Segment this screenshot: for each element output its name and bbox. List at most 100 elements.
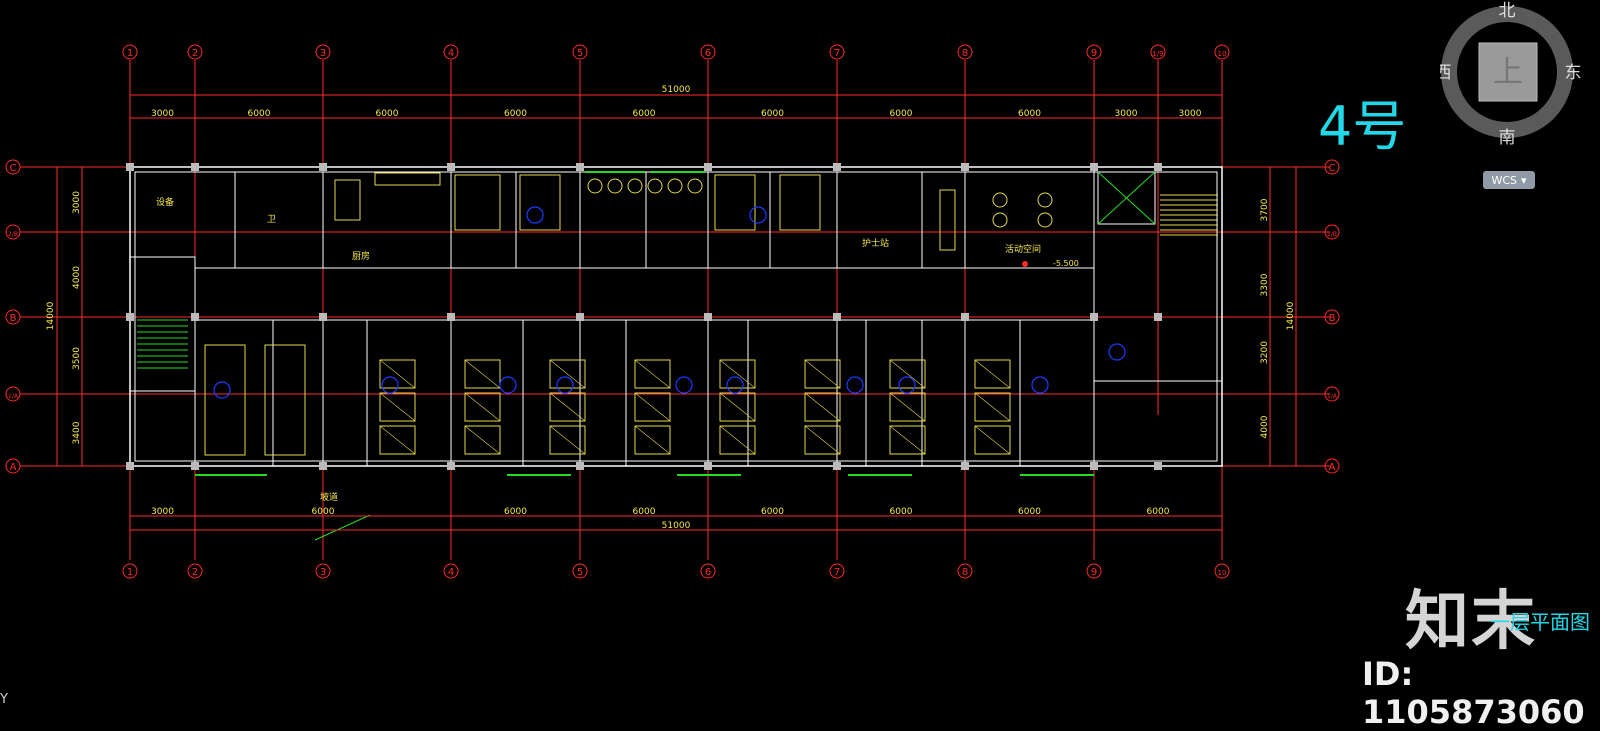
bed-diag bbox=[549, 392, 586, 422]
dim-text-top: 3000 bbox=[1115, 109, 1138, 119]
bed-diag bbox=[889, 425, 926, 455]
cabinet bbox=[939, 189, 956, 251]
axis-bubble-left bbox=[5, 309, 21, 325]
dim-text-top: 3000 bbox=[1179, 109, 1202, 119]
bed bbox=[889, 425, 926, 455]
bed-diag bbox=[379, 392, 416, 422]
bed bbox=[464, 359, 501, 389]
axis-bubble-label: A bbox=[10, 462, 17, 473]
chair bbox=[1037, 212, 1053, 228]
axis-bubble-label: A bbox=[1329, 462, 1336, 473]
axis-bubble-left bbox=[5, 386, 21, 402]
bed-diag bbox=[634, 392, 671, 422]
dim-text-total-top: 51000 bbox=[662, 85, 691, 95]
dim-text-bottom: 6000 bbox=[890, 507, 913, 517]
compass-south[interactable]: 南 bbox=[1499, 128, 1516, 148]
axis-bubble-bottom bbox=[122, 563, 138, 579]
bed-diag bbox=[804, 392, 841, 422]
dimension-lines: 51000 3000 6000 6000 6000 6000 6000 6000 6000 300… bbox=[46, 85, 1297, 531]
dim-text-left: 3000 bbox=[72, 191, 82, 214]
axis-bubble-label: 1/A bbox=[8, 393, 19, 400]
dim-text-top: 6000 bbox=[504, 109, 527, 119]
dim-text-top: 6000 bbox=[633, 109, 656, 119]
room-furniture bbox=[204, 344, 246, 456]
bed bbox=[804, 425, 841, 455]
axis-bubble-label: 1 bbox=[127, 48, 133, 59]
bed bbox=[974, 425, 1011, 455]
bed bbox=[974, 359, 1011, 389]
column bbox=[447, 313, 455, 321]
axis-bubble-left bbox=[5, 458, 21, 474]
bed-diag bbox=[464, 392, 501, 422]
column bbox=[833, 462, 841, 470]
axis-bubble-label: 5 bbox=[577, 48, 583, 59]
compass-east[interactable]: 东 bbox=[1565, 63, 1582, 83]
dim-text-bottom: 6000 bbox=[504, 507, 527, 517]
ucs-axis-label: Y bbox=[0, 692, 8, 707]
bed bbox=[549, 359, 586, 389]
bed-diag bbox=[634, 425, 671, 455]
room-type-bubble bbox=[675, 376, 693, 394]
dim-text-top: 6000 bbox=[890, 109, 913, 119]
axis-bubble-bottom bbox=[957, 563, 973, 579]
axis-bubble-bottom bbox=[1086, 563, 1102, 579]
axis-bubble-top bbox=[957, 44, 973, 60]
bed bbox=[974, 392, 1011, 422]
axis-bubble-right bbox=[1324, 159, 1340, 175]
view-cube-face-top[interactable] bbox=[1478, 42, 1538, 102]
room-type-bubble bbox=[846, 376, 864, 394]
dim-text-right-total: 14000 bbox=[1286, 301, 1296, 330]
level-marker bbox=[1022, 261, 1028, 267]
room-labels: 设备 卫 厨房 护士站 活动空间 -5.500 坡道 bbox=[156, 196, 1079, 503]
compass-west[interactable]: 西 bbox=[1440, 63, 1452, 83]
column bbox=[961, 462, 969, 470]
bed bbox=[714, 174, 756, 231]
dim-text-bottom: 6000 bbox=[312, 507, 335, 517]
chair bbox=[627, 178, 643, 194]
room-type-bubble bbox=[213, 381, 231, 399]
chevron-down-icon: ▾ bbox=[1521, 173, 1527, 187]
axis-bubble-bottom bbox=[315, 563, 331, 579]
chair bbox=[992, 212, 1008, 228]
axis-bubble-label: 3 bbox=[320, 48, 326, 59]
bed bbox=[464, 425, 501, 455]
dim-text-right: 3700 bbox=[1260, 198, 1270, 221]
column bbox=[447, 163, 455, 171]
view-cube-ring[interactable] bbox=[1441, 6, 1573, 138]
room-label-equipment: 设备 bbox=[156, 196, 174, 208]
column bbox=[1090, 163, 1098, 171]
bed bbox=[379, 392, 416, 422]
column bbox=[1090, 313, 1098, 321]
axis-bubble-label: B bbox=[1329, 313, 1336, 324]
dim-text-right: 4000 bbox=[1260, 415, 1270, 438]
column bbox=[961, 313, 969, 321]
dim-text-bottom: 6000 bbox=[1147, 507, 1170, 517]
wcs-dropdown[interactable]: WCS ▾ bbox=[1483, 171, 1535, 189]
column bbox=[1154, 163, 1162, 171]
axis-bubble-top bbox=[315, 44, 331, 60]
compass-north[interactable]: 北 bbox=[1499, 1, 1516, 21]
cad-drawing-canvas[interactable]: 51000 3000 6000 6000 6000 6000 6000 6000 6000 300… bbox=[0, 0, 1600, 713]
column bbox=[1154, 462, 1162, 470]
axis-bubble-top bbox=[1214, 44, 1230, 60]
axis-bubble-label: 2/B bbox=[8, 231, 18, 238]
dim-text-left: 3400 bbox=[72, 421, 82, 444]
dim-text-left-total: 14000 bbox=[46, 301, 56, 330]
view-cube[interactable]: 上 北 南 东 西 bbox=[1440, 0, 1600, 150]
column bbox=[319, 462, 327, 470]
bed-diag bbox=[889, 392, 926, 422]
column bbox=[704, 313, 712, 321]
bed-diag bbox=[464, 425, 501, 455]
dim-text-top: 6000 bbox=[248, 109, 271, 119]
axis-bubble-label: 5 bbox=[577, 567, 583, 578]
stair-left bbox=[129, 256, 196, 392]
dim-text-top: 6000 bbox=[1018, 109, 1041, 119]
chair bbox=[607, 178, 623, 194]
dim-text-top: 6000 bbox=[376, 109, 399, 119]
column bbox=[1090, 462, 1098, 470]
axis-bubble-bottom bbox=[443, 563, 459, 579]
axis-bubble-label: 8 bbox=[962, 567, 968, 578]
building-number-title: 4号 bbox=[1318, 95, 1407, 158]
axis-bubble-label: 10 bbox=[1218, 50, 1227, 58]
